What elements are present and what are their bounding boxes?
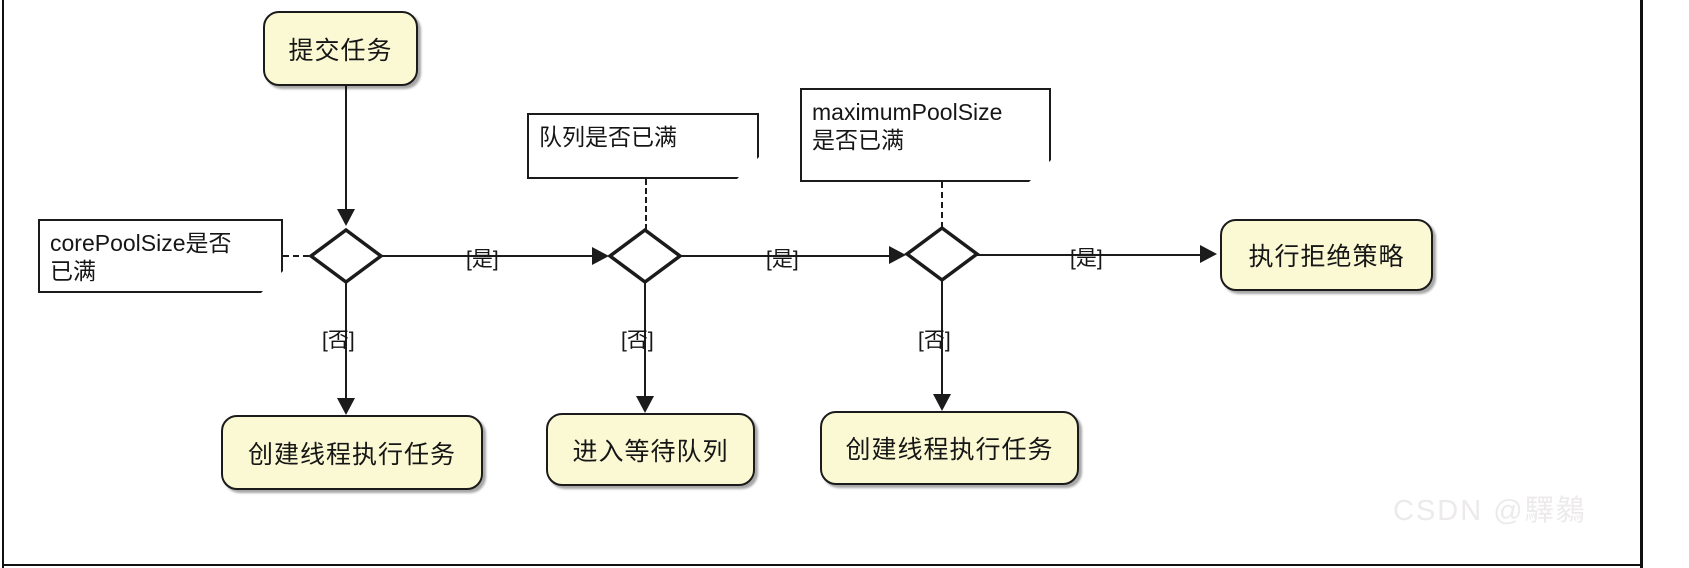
note-maximum-pool-size-line1: maximumPoolSize — [812, 99, 1003, 125]
arrowhead-decision2-to-enter-queue — [636, 396, 654, 413]
arrowhead-decision1-to-create-thread-1 — [337, 398, 355, 415]
edge-decision2-to-decision3 — [680, 255, 890, 257]
note-core-pool-size: corePoolSize是否 已满 — [38, 219, 283, 293]
decision-maximum-pool-size[interactable] — [904, 225, 980, 283]
edge-submit-to-decision1 — [345, 86, 347, 212]
edge-decision2-to-enter-queue — [644, 282, 646, 400]
frame-border-left — [2, 0, 4, 568]
note-core-pool-size-line2: 已满 — [50, 258, 96, 285]
activity-enter-queue[interactable]: 进入等待队列 — [546, 413, 755, 486]
activity-enter-queue-label: 进入等待队列 — [572, 437, 729, 466]
edge-label-yes-1: [是] — [466, 248, 499, 271]
arrowhead-decision3-to-reject — [1200, 245, 1217, 263]
edge-decision3-to-reject — [977, 254, 1203, 256]
arrowhead-decision3-to-create-thread-2 — [933, 394, 951, 411]
activity-create-thread-2[interactable]: 创建线程执行任务 — [820, 411, 1079, 485]
activity-create-thread-2-label: 创建线程执行任务 — [845, 436, 1054, 464]
arrowhead-decision2-to-decision3 — [889, 246, 906, 264]
dashed-link-note-max-to-decision3 — [941, 182, 943, 228]
decision-core-pool-size[interactable] — [308, 227, 384, 285]
note-maximum-pool-size-line2: 是否已满 — [812, 127, 904, 154]
edge-label-yes-2: [是] — [766, 248, 799, 271]
dashed-link-note-core-to-decision1 — [283, 255, 309, 257]
activity-submit-task-label: 提交任务 — [288, 36, 393, 65]
note-core-pool-size-line1: corePoolSize是否 — [50, 230, 232, 256]
activity-create-thread-1-label: 创建线程执行任务 — [247, 440, 456, 469]
edge-label-no-3: [否] — [918, 329, 951, 352]
note-queue-full-line1: 队列是否已满 — [539, 124, 677, 150]
dashed-link-note-queue-to-decision2 — [645, 179, 647, 230]
edge-label-no-1: [否] — [322, 329, 355, 352]
activity-create-thread-1[interactable]: 创建线程执行任务 — [221, 415, 483, 490]
arrowhead-decision1-to-decision2 — [592, 247, 609, 265]
csdn-watermark: CSDN @驛鶨 — [1393, 495, 1587, 527]
activity-reject-policy-label: 执行拒绝策略 — [1248, 243, 1405, 271]
activity-reject-policy[interactable]: 执行拒绝策略 — [1220, 219, 1433, 291]
edge-label-no-2: [否] — [621, 329, 654, 352]
frame-border-bottom — [2, 564, 1643, 566]
edge-label-yes-3: [是] — [1070, 247, 1103, 270]
edge-decision3-to-create-thread-2 — [941, 280, 943, 398]
decision-queue-full[interactable] — [607, 227, 683, 285]
note-maximum-pool-size: maximumPoolSize 是否已满 — [800, 88, 1051, 182]
arrowhead-submit-to-decision1 — [337, 209, 355, 226]
edge-decision1-to-decision2 — [381, 255, 593, 257]
frame-border-right — [1640, 0, 1643, 568]
note-queue-full: 队列是否已满 — [527, 113, 759, 179]
edge-decision1-to-create-thread-1 — [345, 282, 347, 402]
activity-submit-task[interactable]: 提交任务 — [263, 11, 418, 86]
